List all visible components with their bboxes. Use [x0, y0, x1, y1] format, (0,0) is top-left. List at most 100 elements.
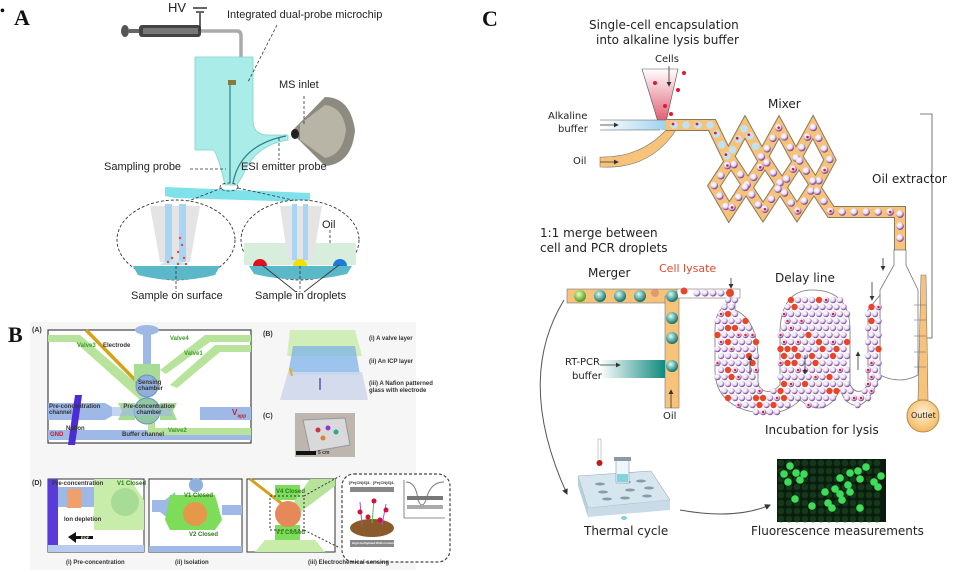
delay-droplet	[763, 401, 770, 409]
delay-droplet	[871, 324, 879, 332]
valve2-label: Valve2	[168, 428, 187, 434]
mixer-droplet	[717, 140, 726, 149]
mixer-droplet	[776, 179, 784, 187]
cells-label: Cells	[655, 54, 679, 65]
delay-droplet	[808, 366, 816, 374]
mixer-droplet	[717, 171, 725, 180]
cell-in-droplet	[747, 133, 751, 137]
rt-pcr-label-2: buffer	[572, 371, 602, 382]
cell-in-droplet	[831, 340, 835, 344]
mixer-droplet	[808, 177, 817, 185]
nafion-label: Nafion	[66, 426, 85, 432]
delay-droplet	[728, 359, 735, 367]
delay-droplet	[812, 331, 819, 339]
sensing-chamber-label: Sensing chamber	[138, 380, 164, 392]
mixer-droplet	[721, 202, 730, 211]
cell-in-droplet	[866, 368, 870, 372]
dim-droplet	[801, 499, 809, 507]
delay-droplet	[871, 338, 879, 346]
mixer-droplet	[706, 121, 714, 129]
lysate-droplet	[714, 331, 721, 339]
dim-droplet	[817, 467, 825, 475]
mixer-droplet	[767, 195, 776, 203]
delay-droplet	[868, 345, 875, 353]
step2-caption: (ii) Isolation	[175, 560, 209, 566]
delay-droplet	[791, 373, 798, 381]
lysate-droplet	[752, 338, 760, 346]
dim-droplet	[825, 483, 833, 491]
delay-droplet	[833, 373, 840, 381]
mixer-droplet	[807, 187, 815, 195]
delay-droplet	[721, 373, 728, 381]
gnd-label: GND	[50, 432, 64, 438]
photo-scale-label: 5 cm	[318, 450, 330, 456]
cell-in-droplet	[814, 375, 817, 379]
delay-droplet	[854, 401, 861, 409]
alkaline-buffer-label-2: buffer	[558, 124, 588, 135]
merger-label: Merger	[588, 266, 631, 280]
mixer-droplet	[797, 143, 806, 152]
cell-in-droplet	[719, 312, 723, 316]
mixer-droplet	[814, 134, 823, 142]
cell-in-droplet	[791, 167, 795, 171]
step1-depletion-label: Ion depletion	[64, 517, 102, 523]
inset-box-label: High methylated DNA concentration	[352, 541, 404, 545]
delay-droplet	[864, 352, 872, 360]
dim-droplet	[873, 515, 881, 523]
dim-droplet	[873, 507, 881, 515]
delay-droplet	[777, 401, 784, 409]
fluorescence-droplets	[777, 459, 885, 523]
delay-droplet	[819, 401, 826, 409]
cell-in-droplet	[806, 135, 809, 139]
lysate-droplet	[819, 345, 826, 353]
delay-droplet	[826, 303, 833, 311]
cell-in-droplet	[716, 361, 719, 365]
lysate-droplet	[724, 310, 732, 318]
mixer-droplet	[734, 193, 743, 202]
mixer-droplet	[874, 208, 882, 216]
fluorescent-droplet	[821, 488, 829, 496]
mixer-droplet	[774, 185, 782, 193]
delay-droplet	[864, 394, 872, 402]
cell-in-droplet	[724, 153, 728, 156]
mixer-droplet	[820, 197, 828, 206]
fluorescent-droplet	[780, 470, 788, 478]
delay-droplet	[791, 317, 798, 325]
delay-droplet	[875, 359, 882, 367]
mixer-droplet	[712, 130, 721, 138]
cell-in-droplet	[730, 206, 734, 209]
dim-droplet	[873, 467, 881, 475]
delay-droplet	[721, 317, 728, 325]
delay-droplet	[717, 366, 725, 374]
cell-in-droplet	[829, 209, 832, 213]
cell-in-droplet	[831, 312, 835, 316]
mixer-droplet	[745, 131, 754, 140]
delay-droplet	[840, 303, 847, 311]
cell-in-droplet	[866, 382, 870, 386]
lysate-droplet	[829, 352, 837, 360]
delay-droplet	[742, 345, 749, 353]
cell-in-droplet	[870, 361, 873, 365]
fluorescent-droplet	[862, 463, 870, 471]
lysate-droplet	[826, 387, 833, 395]
cell-in-droplet	[671, 122, 675, 126]
delay-droplet	[815, 324, 823, 332]
delay-droplet	[801, 296, 809, 304]
dim-droplet	[849, 475, 857, 483]
lysate-droplet	[791, 303, 798, 311]
mixer-droplet	[740, 124, 748, 133]
delay-droplet	[801, 338, 809, 346]
delay-droplet	[808, 394, 816, 402]
delay-droplet	[745, 380, 753, 388]
mixer-droplet	[896, 234, 904, 242]
sample-on-surface-label: Sample on surface	[131, 290, 223, 302]
delay-droplet	[815, 310, 823, 318]
delay-droplet	[819, 373, 826, 381]
cell-in-droplet	[737, 333, 740, 337]
b-sub-a-tag: (A)	[32, 327, 42, 334]
delay-droplet	[868, 331, 875, 339]
delay-droplet	[794, 296, 802, 304]
delay-droplet	[798, 387, 805, 395]
lysate-droplet	[787, 296, 795, 304]
mixer-droplet	[780, 189, 789, 197]
